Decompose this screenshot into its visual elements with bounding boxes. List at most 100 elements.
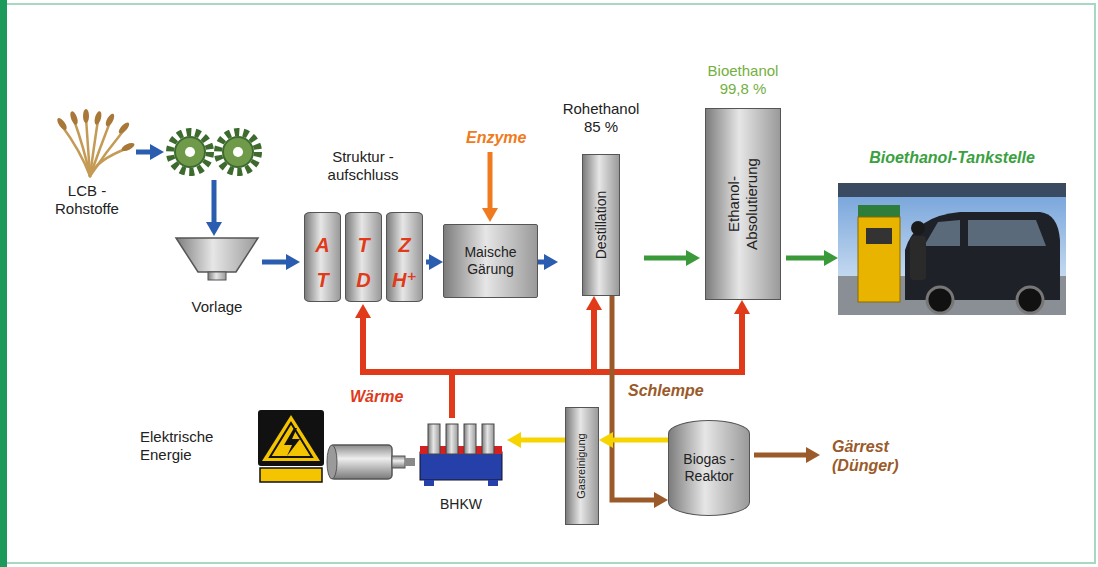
engine-cylinder bbox=[464, 424, 476, 454]
column-shape: Ethanol-Absolutierung bbox=[705, 108, 781, 300]
straw-stalk bbox=[90, 122, 110, 176]
process-letter: T bbox=[316, 268, 328, 292]
node-text: Maische Gärung bbox=[448, 244, 533, 278]
node-text: Gasreinigung bbox=[575, 411, 588, 521]
gear bbox=[175, 137, 205, 167]
flow-arrow bbox=[613, 438, 668, 443]
straw-ear bbox=[56, 117, 69, 132]
straw-ear bbox=[93, 110, 102, 125]
flow-arrow bbox=[426, 260, 429, 265]
flow-arrow bbox=[212, 180, 217, 222]
process-group: Struktur - aufschlussATTDZH⁺ bbox=[300, 148, 426, 304]
gear-hub bbox=[185, 147, 195, 157]
sign-border bbox=[270, 423, 312, 457]
reactor-cylinder: Z H⁺ bbox=[386, 212, 423, 302]
gear-hub bbox=[233, 147, 243, 157]
process-letter: D bbox=[356, 268, 370, 292]
photo-roof bbox=[838, 183, 1066, 197]
absolute-column: Bioethanol 99,8 % Ethanol-Absolutierung bbox=[700, 62, 786, 300]
heading: Bioethanol 99,8 % bbox=[700, 62, 786, 98]
flow-arrow bbox=[538, 260, 544, 265]
straw-stalk bbox=[86, 118, 90, 176]
process-letter: T bbox=[357, 233, 369, 257]
heading: Bioethanol-Tankstelle bbox=[838, 148, 1066, 167]
straw-ear bbox=[117, 121, 131, 135]
chp-unit: BHKW bbox=[415, 418, 507, 518]
column-shape: Destillation bbox=[582, 154, 620, 296]
person-body bbox=[910, 236, 926, 280]
node-text: Elektrische Energie bbox=[140, 428, 232, 464]
flow-arrow bbox=[452, 314, 742, 418]
car-window bbox=[924, 220, 960, 246]
node-text: Vorlage bbox=[172, 298, 262, 316]
gear bbox=[223, 137, 253, 167]
gear-teeth bbox=[218, 132, 258, 172]
generator-shaft bbox=[392, 456, 405, 468]
process-letter: Z bbox=[398, 233, 410, 257]
digestate-arrow bbox=[754, 453, 806, 458]
straw-ears bbox=[56, 109, 136, 153]
process-letter: A bbox=[315, 233, 329, 257]
flow-arrow bbox=[521, 438, 565, 443]
hopper-spout bbox=[208, 272, 226, 280]
straw-stalk bbox=[62, 126, 90, 176]
filling-station: Bioethanol-Tankstelle bbox=[838, 148, 1066, 318]
straw-ear bbox=[120, 141, 135, 152]
generator: Elektrische Energie bbox=[140, 405, 405, 487]
flow-arrow bbox=[452, 310, 594, 418]
reactor-cylinder: AT bbox=[304, 212, 341, 302]
gas-cleaning: Gasreinigung bbox=[565, 407, 599, 525]
node-text: Biogas - Reaktor bbox=[673, 451, 745, 485]
straw-ear bbox=[83, 109, 89, 123]
engine-cylinder bbox=[428, 424, 440, 454]
process-letter: H⁺ bbox=[392, 268, 417, 292]
car-body bbox=[905, 212, 1060, 300]
gear-teeth bbox=[170, 132, 210, 172]
flow-arrow bbox=[262, 260, 286, 265]
sign-plate bbox=[258, 410, 324, 466]
flow-arrow bbox=[405, 458, 415, 466]
station-photo bbox=[838, 183, 1066, 315]
flow-arrow bbox=[136, 150, 150, 155]
hopper-symbol bbox=[176, 238, 258, 272]
sign-triangle bbox=[262, 415, 320, 461]
car-wheel bbox=[927, 287, 953, 313]
biogas-reactor: Biogas - Reaktor bbox=[668, 420, 750, 516]
pump-top bbox=[858, 205, 900, 217]
flow-label: Wärme bbox=[350, 387, 403, 406]
flow-label: Enzyme bbox=[466, 128, 526, 147]
flow-arrow bbox=[786, 256, 824, 261]
generator-body bbox=[330, 445, 392, 479]
node-text: Struktur - aufschluss bbox=[300, 148, 426, 184]
engine-foot bbox=[488, 480, 498, 486]
flow-label: Schlempe bbox=[628, 381, 704, 400]
warning-sign bbox=[258, 410, 324, 482]
engine-cylinder bbox=[446, 424, 458, 454]
frame-bar bbox=[0, 0, 7, 567]
fuel-pump bbox=[858, 217, 900, 302]
raw-material: LCB - Rohstoffe bbox=[42, 112, 132, 247]
chp-engine bbox=[420, 424, 502, 486]
generator-symbol bbox=[327, 445, 405, 479]
sign-plate bbox=[260, 468, 322, 482]
person-head bbox=[911, 221, 925, 235]
car-wheel bbox=[1017, 287, 1043, 313]
node-text: BHKW bbox=[415, 496, 507, 513]
distillation-column: Rohethanol 85 % Destillation bbox=[558, 100, 644, 296]
hopper: Vorlage bbox=[172, 232, 262, 324]
engine-block bbox=[420, 452, 502, 480]
lightning-bolt bbox=[284, 428, 300, 456]
node-text: Destillation bbox=[593, 160, 610, 290]
heading: Rohethanol 85 % bbox=[558, 100, 644, 136]
frame bbox=[1, 4, 1095, 563]
generator-cap bbox=[327, 445, 337, 479]
engine-foot bbox=[424, 480, 434, 486]
flow-label: Gärrest (Dünger) bbox=[832, 437, 932, 475]
node-text: LCB - Rohstoffe bbox=[42, 182, 132, 218]
node-text: Ethanol-Absolutierung bbox=[725, 144, 761, 264]
straw-icon bbox=[62, 118, 128, 176]
pump-display bbox=[866, 228, 892, 244]
straw-ear bbox=[104, 112, 116, 127]
